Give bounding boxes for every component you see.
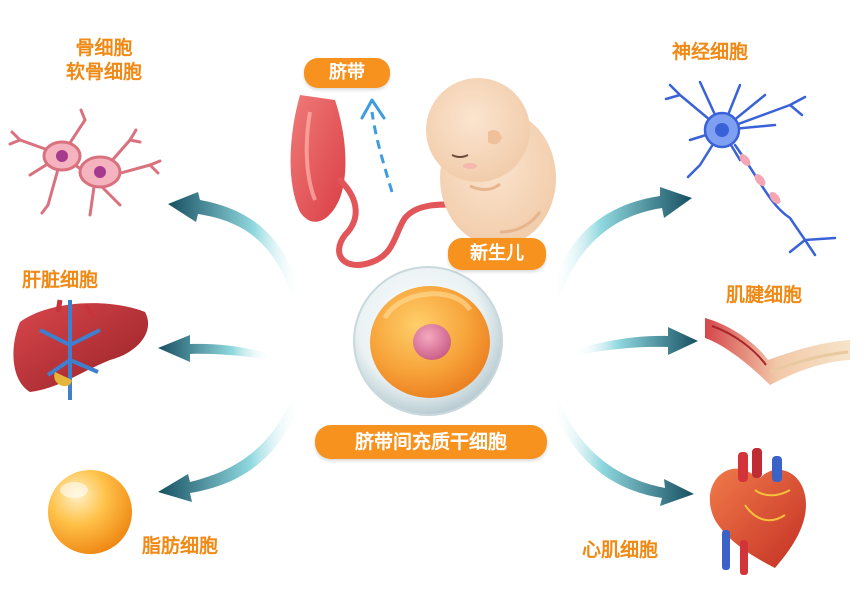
fat-cell-label: 脂肪细胞 (142, 535, 219, 557)
liver-icon (13, 299, 149, 400)
arrow-to-nerve-cell (552, 187, 692, 296)
neuron-icon (664, 80, 837, 257)
liver-cell-label: 肝脏细胞 (22, 269, 99, 291)
arrow-to-tendon-cell (575, 327, 698, 356)
arrow-to-liver (158, 335, 272, 362)
bone-cell-label-line1: 骨细胞 (75, 37, 133, 59)
tendon-icon (705, 318, 850, 385)
tendon-cell-label: 肌腱细胞 (726, 284, 803, 306)
fat-cell-icon (48, 470, 132, 554)
heart-cell-label: 心肌细胞 (582, 539, 659, 561)
heart-icon (709, 448, 806, 575)
nerve-cell-label: 神经细胞 (672, 41, 749, 63)
arrow-to-bone-cell (168, 192, 300, 296)
bone-cell-label: 骨细胞 软骨细胞 (48, 36, 160, 84)
stem-cell-title-pill: 脐带间充质干细胞 (315, 425, 547, 459)
cartilage-cell-label-line2: 软骨细胞 (65, 61, 142, 83)
bone-cell-icon (8, 108, 162, 217)
stem-cell-icon (353, 266, 503, 416)
arrow-to-heart-cell (552, 402, 694, 506)
newborn-pill: 新生儿 (448, 238, 546, 270)
arrow-to-fat-cell (158, 400, 300, 502)
fetus-icon (426, 78, 556, 246)
umbilical-cord-pill: 脐带 (304, 58, 390, 88)
umbilical-cord-icon (290, 95, 488, 268)
